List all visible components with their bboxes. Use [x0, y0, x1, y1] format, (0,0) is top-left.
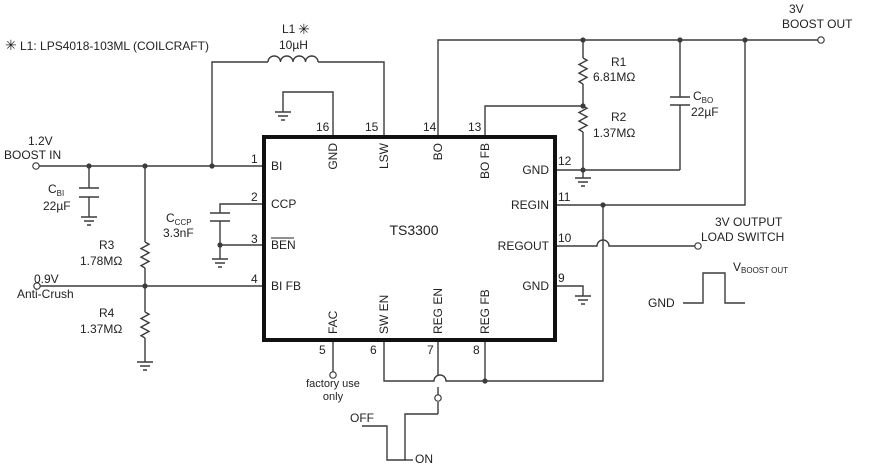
inductor-l1: [267, 55, 319, 63]
pin-label-regfb: REG FB: [478, 289, 492, 334]
ground-gnd12: [575, 177, 591, 187]
pin-label-swen: SW EN: [377, 295, 391, 334]
capacitor-cbi: [79, 187, 99, 198]
pin-label-regen: REG EN: [431, 288, 445, 334]
pin-number-3: 3: [251, 232, 258, 246]
pin-number-4: 4: [251, 272, 258, 286]
ground-ccp: [212, 258, 228, 268]
pin-label-fac: FAC: [326, 310, 340, 334]
inductor-asterisk: ✳: [298, 21, 310, 37]
terminals: [32, 36, 825, 402]
cbi-label: CBI: [48, 182, 64, 198]
pin-label-regout: REGOUT: [498, 239, 550, 253]
r1-value: 6.81MΩ: [593, 70, 635, 84]
output-v-label: VBOOST OUT: [733, 260, 788, 275]
r2-value: 1.37MΩ: [593, 126, 635, 140]
pin-label-ccp: CCP: [271, 197, 296, 211]
cccp-value: 3.3nF: [163, 226, 194, 240]
wires: [39, 39, 818, 414]
cbo-value: 22µF: [691, 105, 719, 119]
load-switch-label: LOAD SWITCH: [701, 230, 784, 244]
inductor-note-asterisk: ✳: [5, 37, 17, 53]
ground-gnd9: [575, 295, 591, 305]
pin-label-gnd16: GND: [326, 143, 340, 170]
chip-name: TS3300: [389, 222, 438, 238]
sw-en-terminal: [434, 394, 442, 402]
inductor-note: L1: LPS4018-103ML (COILCRAFT): [20, 39, 209, 53]
cccp-label: CCCP: [166, 211, 192, 227]
pin-number-11: 11: [558, 190, 571, 204]
pin-number-9: 9: [558, 271, 565, 285]
boost-out-terminal: [817, 36, 825, 44]
ground-symbols: [81, 111, 591, 371]
pin-label-gnd9: GND: [522, 279, 549, 293]
pin-label-regin: REGIN: [511, 198, 549, 212]
pin-number-8: 8: [473, 343, 480, 357]
load-switch-terminal: [694, 242, 702, 250]
pin-number-14: 14: [423, 120, 437, 134]
boost-out-voltage: 3V: [789, 2, 804, 16]
ground-gnd16: [275, 111, 291, 121]
pin-number-1: 1: [251, 152, 258, 166]
ts3300-chip: [262, 135, 557, 342]
pin-label-bi: BI: [271, 159, 282, 173]
resistor-r3: [139, 241, 151, 269]
r3-value: 1.78MΩ: [80, 254, 122, 268]
r3-name: R3: [99, 238, 115, 252]
ground-cbi: [81, 216, 97, 226]
switch-on-label: ON: [415, 452, 433, 466]
r4-name: R4: [99, 306, 115, 320]
pin-number-2: 2: [251, 190, 258, 204]
factory-terminal: [329, 371, 337, 379]
pin-label-bifb: BI FB: [271, 279, 301, 293]
resistor-r4: [139, 311, 151, 339]
inductor-value: 10µH: [279, 38, 308, 52]
r1-name: R1: [611, 55, 627, 69]
output-gnd-label: GND: [648, 296, 675, 310]
pin-label-bo: BO: [431, 143, 445, 160]
pin-label-ben: BEN: [271, 238, 296, 252]
factory-line1: factory use: [306, 378, 360, 390]
boost-in-voltage: 1.2V: [28, 134, 53, 148]
resistor-r1: [577, 57, 589, 85]
anti-crush-terminal: [33, 282, 41, 290]
r2-name: R2: [611, 110, 627, 124]
anti-crush-label: Anti-Crush: [17, 287, 74, 301]
pin-number-13: 13: [468, 120, 482, 134]
pin-number-16: 16: [316, 120, 330, 134]
ground-r4: [137, 361, 153, 371]
boost-in-label: BOOST IN: [4, 148, 61, 162]
boost-in-terminal: [32, 162, 40, 170]
pin-label-lsw: LSW: [377, 142, 391, 169]
cbi-value: 22µF: [43, 199, 71, 213]
load-switch-voltage: 3V OUTPUT: [715, 215, 783, 229]
anti-crush-voltage: 0.9V: [34, 272, 59, 286]
pin-number-5: 5: [319, 343, 326, 357]
pin-number-12: 12: [558, 154, 572, 168]
pin-label-bofb: BO FB: [478, 143, 492, 179]
switch-off-label: OFF: [350, 411, 374, 425]
pin-number-6: 6: [370, 343, 377, 357]
boost-out-label: BOOST OUT: [782, 17, 853, 31]
pin-number-7: 7: [427, 343, 434, 357]
junction-dots: [86, 37, 748, 384]
cbo-label: CBO: [693, 89, 713, 105]
pin-label-gnd12: GND: [522, 163, 549, 177]
switch-waveform: [362, 413, 438, 461]
output-waveform: [683, 272, 745, 304]
pin-number-10: 10: [558, 231, 572, 245]
capacitor-cbo: [670, 96, 690, 106]
r4-value: 1.37MΩ: [80, 322, 122, 336]
pin-number-15: 15: [365, 120, 379, 134]
capacitor-cccp: [210, 212, 230, 222]
inductor-name: L1: [282, 22, 296, 36]
factory-line2: only: [323, 391, 344, 403]
resistor-r2: [577, 105, 589, 133]
